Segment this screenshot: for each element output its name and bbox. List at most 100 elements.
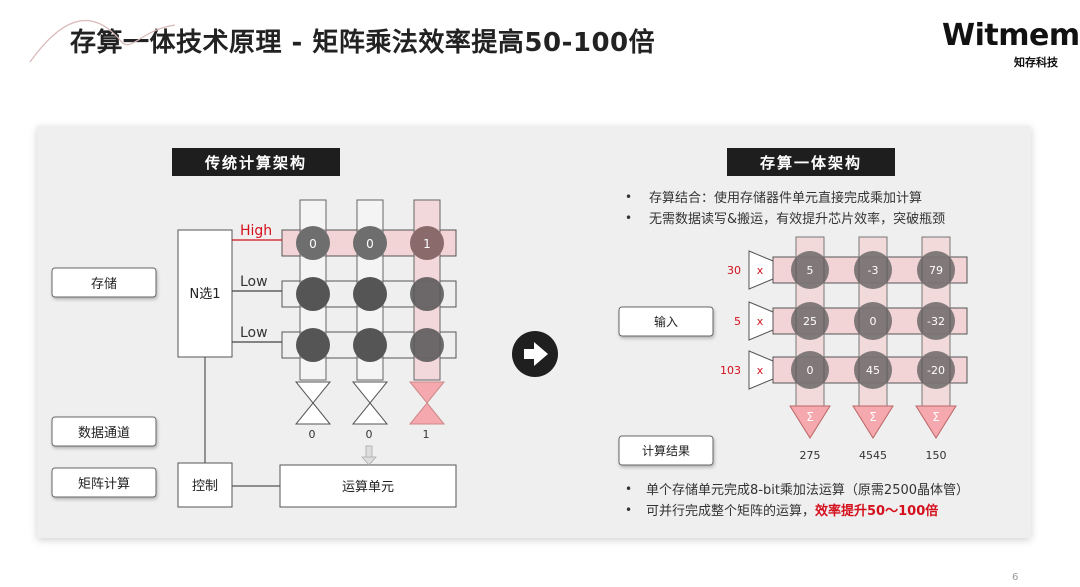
efficiency-highlight: 效率提升50～100倍 — [815, 503, 938, 519]
memory-cell — [353, 226, 387, 260]
sum-triangle — [852, 405, 894, 439]
traditional-heading-box — [172, 148, 340, 176]
transfer-down-arrow — [361, 445, 377, 466]
bottom-bullet-2-text: 可并行完成整个矩阵的运算， — [646, 503, 815, 519]
logo-subtitle: 知存科技 — [1014, 56, 1058, 69]
cell-weight: 25 — [803, 315, 817, 328]
result-label: 计算结果 — [642, 443, 690, 458]
bullet-dot: • — [625, 211, 632, 225]
sense-amp-bottom — [294, 402, 332, 425]
page-number: 6 — [1012, 572, 1019, 583]
imc-memory-array: 30 x 5 x 103 x 5 -3 79 25 0 -32 0 45 -20Σ 275 Σ 4545 Σ 150 — [720, 236, 968, 462]
result-value: 275 — [800, 449, 821, 462]
memory-cell — [791, 302, 829, 340]
cell-weight: 0 — [870, 315, 877, 328]
memory-cell — [917, 351, 955, 389]
result-box: 计算结果 — [618, 435, 714, 466]
selector-box — [177, 229, 233, 358]
result-value: 150 — [926, 449, 947, 462]
memory-cell — [410, 277, 444, 311]
memory-cell — [353, 277, 387, 311]
memory-cell — [410, 226, 444, 260]
alu-label: 运算单元 — [342, 480, 394, 495]
input-value: 5 — [734, 315, 741, 328]
bullet-dot: • — [625, 190, 632, 204]
top-bullet-1: 存算结合：使用存储器件单元直接完成乘加计算 — [649, 190, 922, 206]
memory-cell — [854, 251, 892, 289]
result-value: 4545 — [859, 449, 887, 462]
memory-cell — [353, 328, 387, 362]
sense-amp-top — [351, 381, 389, 404]
cell-weight: -3 — [868, 264, 879, 277]
input-value: 103 — [720, 364, 741, 377]
selector-label: N选1 — [190, 287, 221, 302]
cell-weight: 45 — [866, 364, 880, 377]
sense-amp-bottom — [408, 402, 446, 425]
memory-cell — [296, 277, 330, 311]
wordline-label: High — [240, 223, 272, 239]
multiply-sign: x — [757, 264, 764, 277]
input-dac-shape — [748, 250, 774, 290]
sigma-icon: Σ — [932, 410, 940, 424]
input-label: 输入 — [654, 314, 678, 329]
output-value: 0 — [366, 428, 373, 441]
wordline-label: Low — [240, 274, 268, 290]
memory-cell — [917, 251, 955, 289]
bottom-bullet-1: 单个存储单元完成8-bit乘加法运算（原需2500晶体管） — [646, 483, 969, 498]
matrix-compute-label: 矩阵计算 — [78, 477, 130, 492]
input-value: 30 — [727, 264, 741, 277]
company-logo: Witmem 知存科技 — [942, 18, 1080, 70]
imc-heading-box — [727, 148, 895, 176]
cell-weight: -32 — [927, 315, 945, 328]
matrix-compute-box: 矩阵计算 — [51, 467, 157, 498]
cell-value: 0 — [309, 237, 317, 251]
memory-cell — [917, 302, 955, 340]
alu-box — [279, 464, 457, 508]
cell-weight: 0 — [807, 364, 814, 377]
cell-weight: 79 — [929, 264, 943, 277]
memory-cell — [854, 351, 892, 389]
sense-amp-top — [294, 381, 332, 404]
control-label: 控制 — [192, 479, 218, 494]
sum-triangle — [789, 405, 831, 439]
transition-arrow-icon — [512, 331, 558, 377]
title-swoosh-decoration — [29, 20, 176, 63]
input-dac-shape — [748, 301, 774, 341]
cell-value: 0 — [366, 237, 374, 251]
wordline-label: Low — [240, 325, 268, 341]
cell-weight: 5 — [807, 264, 814, 277]
sigma-icon: Σ — [806, 410, 814, 424]
control-box — [177, 462, 233, 508]
memory-cell — [791, 251, 829, 289]
page-title: 存算一体技术原理 - 矩阵乘法效率提高50-100倍 — [70, 28, 656, 58]
logo-wordmark: Witmem — [942, 18, 1080, 53]
input-box: 输入 — [618, 306, 714, 337]
input-dac-shape — [748, 350, 774, 390]
sense-amp-bottom — [351, 402, 389, 425]
cell-weight: -20 — [927, 364, 945, 377]
output-value: 1 — [423, 428, 430, 441]
bullet-dot: • — [625, 482, 632, 496]
top-bullet-2: 无需数据读写&搬运，有效提升芯片效率，突破瓶颈 — [649, 211, 945, 227]
memory-cell — [410, 328, 444, 362]
memory-cell — [296, 226, 330, 260]
multiply-sign: x — [757, 315, 764, 328]
traditional-heading: 传统计算架构 — [204, 154, 307, 172]
memory-cell — [791, 351, 829, 389]
bullet-dot: • — [625, 503, 632, 517]
output-value: 0 — [309, 428, 316, 441]
data-channel-box: 数据通道 — [51, 416, 157, 447]
multiply-sign: x — [757, 364, 764, 377]
storage-label: 存储 — [91, 277, 117, 292]
storage-box: 存储 — [51, 267, 157, 298]
imc-heading: 存算一体架构 — [760, 154, 862, 172]
sigma-icon: Σ — [869, 410, 877, 424]
bottom-bullet-list: • 单个存储单元完成8-bit乘加法运算（原需2500晶体管） • 可并行完成整… — [625, 482, 969, 519]
data-channel-label: 数据通道 — [78, 426, 130, 441]
bottom-bullet-2: 可并行完成整个矩阵的运算，效率提升50～100倍 — [646, 503, 938, 519]
memory-cell — [296, 328, 330, 362]
top-bullet-list: • 存算结合：使用存储器件单元直接完成乘加计算 • 无需数据读写&搬运，有效提升… — [625, 190, 945, 227]
cell-value: 1 — [423, 237, 431, 251]
